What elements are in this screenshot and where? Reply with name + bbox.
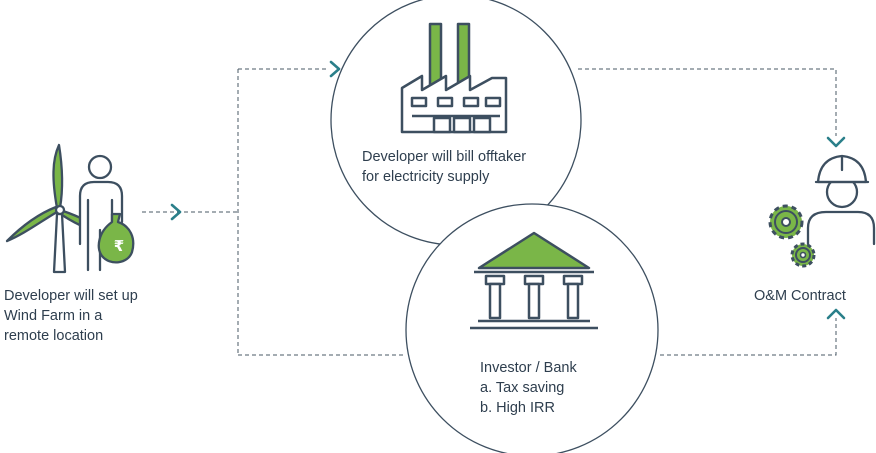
- connector-bank-to-om: [660, 318, 837, 356]
- engineer-gears-icon: [806, 154, 876, 246]
- bank-label-line-1: Investor / Bank: [480, 360, 577, 376]
- gear-icon: [768, 204, 804, 240]
- offtaker-label-line-1: Developer will bill offtaker: [362, 149, 527, 165]
- developer-label-line-3: remote location: [4, 328, 104, 344]
- bank-label-line-3: b. High IRR: [480, 400, 555, 416]
- arrow-right-icon: [170, 203, 182, 221]
- factory-icon: [400, 22, 508, 134]
- bank-label-line-2: a. Tax saving: [480, 380, 565, 396]
- arrows: [170, 60, 846, 320]
- bank-label: Investor / Bank a. Tax saving b. High IR…: [480, 358, 577, 418]
- arrow-up-icon: [826, 308, 846, 320]
- developer-label: Developer will set up Wind Farm in a rem…: [4, 286, 138, 346]
- developer-label-line-1: Developer will set up: [4, 288, 138, 304]
- arrow-right-icon: [329, 60, 341, 78]
- offtaker-label-line-2: for electricity supply: [362, 169, 490, 185]
- arrow-down-icon: [826, 136, 846, 148]
- gear-icon: [790, 242, 816, 268]
- bank-icon: [470, 231, 598, 330]
- om-label-line-1: O&M Contract: [754, 288, 846, 304]
- connectors: [142, 68, 837, 356]
- connector-offtaker-to-om: [578, 68, 837, 136]
- wind-turbine-investor-icon: [5, 143, 135, 274]
- offtaker-label: Developer will bill offtaker for electri…: [362, 147, 526, 187]
- rupee-icon: ₹: [114, 237, 124, 255]
- om-label: O&M Contract: [754, 286, 846, 306]
- developer-label-line-2: Wind Farm in a: [4, 308, 103, 324]
